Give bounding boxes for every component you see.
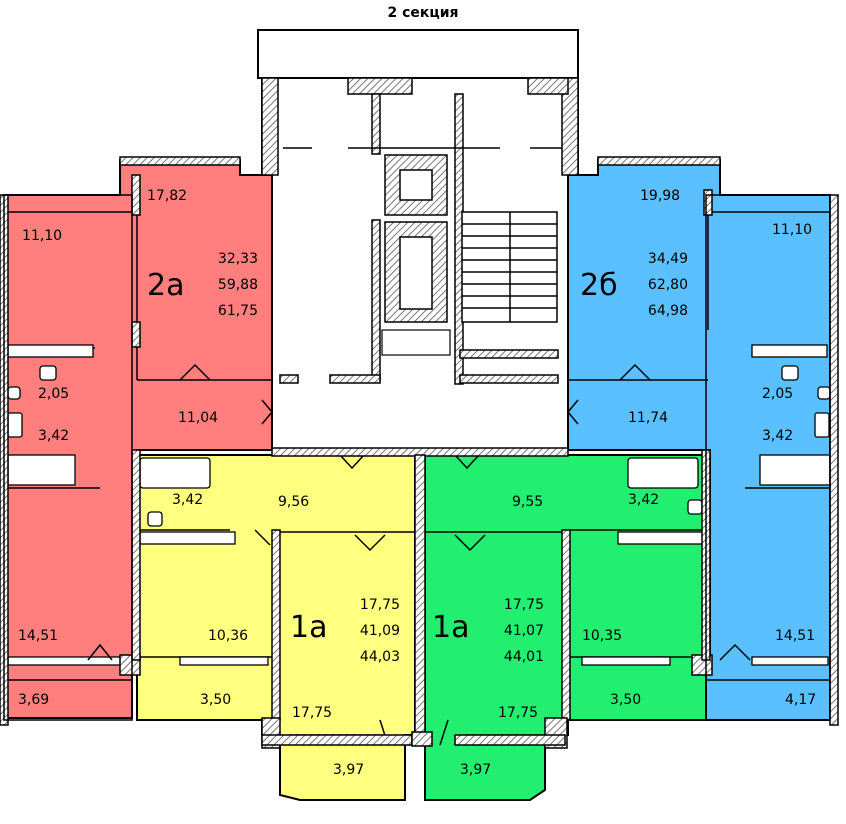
room-2b-hall: 11,74 — [628, 410, 669, 426]
top-terrace — [257, 29, 579, 79]
room-2a-bath-small: 2,05 — [38, 386, 70, 402]
room-2b-bottom: 14,51 — [775, 628, 816, 644]
apartment-2a-living-area: 32,33 — [217, 251, 258, 267]
room-2a-hall: 11,04 — [178, 410, 219, 426]
room-2b-balcony: 4,17 — [785, 692, 817, 708]
room-1a-left-balcony-side: 3,50 — [200, 692, 232, 708]
apartment-1a-left — [119, 454, 416, 801]
apartment-2b-living-area: 34,49 — [647, 251, 688, 267]
room-1a-left-hall: 9,56 — [278, 494, 310, 510]
apartment-1a-left-totals: 17,75 41,09 44,03 — [342, 592, 400, 670]
room-2a-bottom: 14,51 — [18, 628, 59, 644]
apartment-2b-totals: 34,49 62,80 64,98 — [630, 246, 688, 324]
apartment-1a-right-totals: 17,75 41,07 44,01 — [486, 592, 544, 670]
apartment-2a-total-area: 59,88 — [217, 277, 258, 293]
common-core — [257, 29, 579, 749]
room-2a-living-left: 11,10 — [22, 228, 63, 244]
apartment-2b-total-area: 62,80 — [647, 277, 688, 293]
room-2b-bath-small: 2,05 — [762, 386, 794, 402]
section-title: 2 секция — [387, 5, 459, 21]
apartment-2a-name: 2а — [147, 268, 185, 303]
room-1a-right-bath: 3,42 — [628, 492, 660, 508]
apartment-1a-right-living-area: 17,75 — [503, 597, 544, 613]
room-1a-left-balcony-bay: 3,97 — [333, 762, 365, 778]
room-1a-right-balcony-side: 3,50 — [610, 692, 642, 708]
room-2b-bath-large: 3,42 — [762, 428, 794, 444]
staircase — [461, 211, 558, 323]
outer-walls — [0, 156, 831, 726]
apartment-2b-total-with-balcony: 64,98 — [647, 303, 688, 319]
apartment-1a-left-living-area: 17,75 — [359, 597, 400, 613]
room-2a-bedroom-top: 17,82 — [147, 188, 188, 204]
room-1a-left-room: 17,75 — [292, 705, 333, 721]
room-1a-left-bath: 3,42 — [172, 492, 204, 508]
room-1a-right-kitchen: 10,35 — [582, 628, 623, 644]
apartment-1a-right-total-area: 41,07 — [503, 623, 544, 639]
room-1a-right-room: 17,75 — [498, 705, 539, 721]
room-1a-left-kitchen: 10,36 — [208, 628, 249, 644]
apartment-2a — [3, 159, 273, 719]
room-2a-bath-large: 3,42 — [38, 428, 70, 444]
room-2b-living-right: 11,10 — [772, 222, 813, 238]
apartment-2a-total-with-balcony: 61,75 — [217, 303, 258, 319]
apartment-1a-right-name: 1а — [432, 610, 470, 645]
apartment-1a-left-name: 1а — [290, 610, 328, 645]
room-1a-right-balcony-bay: 3,97 — [460, 762, 492, 778]
apartment-2b — [567, 159, 839, 726]
apartment-1a-left-total-area: 41,09 — [359, 623, 400, 639]
apartment-1a-right-total-with-balcony: 44,01 — [503, 649, 544, 665]
room-2a-balcony: 3,69 — [18, 692, 50, 708]
apartment-1a-left-total-with-balcony: 44,03 — [359, 649, 400, 665]
room-1a-right-hall: 9,55 — [512, 494, 544, 510]
apartment-2b-name: 2б — [580, 268, 618, 303]
apartment-2a-totals: 32,33 59,88 61,75 — [200, 246, 258, 324]
room-2b-bedroom-top: 19,98 — [640, 188, 681, 204]
